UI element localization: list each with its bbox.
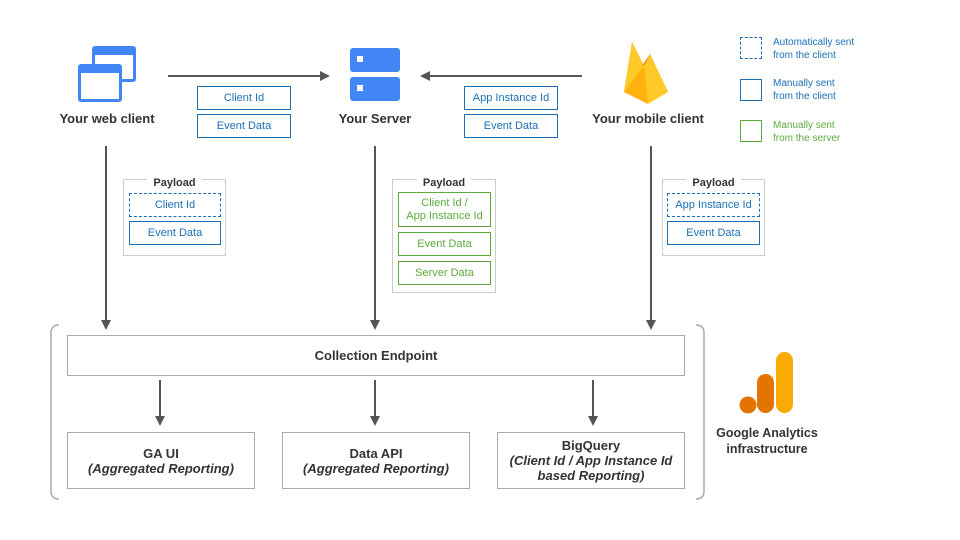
web-client-id-box: Client Id — [197, 86, 291, 110]
web-event-data-box: Event Data — [197, 114, 291, 138]
payload-mobile-event-data: Event Data — [667, 221, 760, 245]
mobile-app-instance-id-box: App Instance Id — [464, 86, 558, 110]
payload-mobile-app-instance-id: App Instance Id — [667, 193, 760, 217]
mobile-event-data-box: Event Data — [464, 114, 558, 138]
server-label: Your Server — [338, 111, 412, 126]
legend-swatch-manual-server — [740, 120, 762, 142]
payload-mobile-title: Payload — [686, 177, 741, 189]
firebase-icon — [624, 42, 668, 104]
ga-ui-box: GA UI (Aggregated Reporting) — [67, 432, 255, 489]
mobile-client-label: Your mobile client — [592, 111, 704, 126]
payload-server-client-id: Client Id / App Instance Id — [398, 192, 491, 227]
payload-server-title: Payload — [416, 177, 472, 189]
bigquery-box: BigQuery (Client Id / App Instance Id ba… — [497, 432, 685, 489]
payload-server-event-data: Event Data — [398, 232, 491, 256]
google-analytics-icon — [739, 352, 793, 414]
payload-web-client-id: Client Id — [129, 193, 221, 217]
legend-swatch-auto-client — [740, 37, 762, 59]
ga-infrastructure-label: Google Analytics infrastructure — [716, 426, 818, 456]
collection-endpoint: Collection Endpoint — [67, 335, 685, 376]
legend-swatch-manual-client — [740, 79, 762, 101]
browser-window-icon — [78, 46, 136, 102]
payload-web-title: Payload — [147, 177, 202, 189]
data-api-box: Data API (Aggregated Reporting) — [282, 432, 470, 489]
server-icon — [350, 48, 400, 101]
infrastructure-bracket — [50, 324, 60, 500]
web-client-label: Your web client — [59, 111, 155, 126]
payload-web-event-data: Event Data — [129, 221, 221, 245]
payload-server-server-data: Server Data — [398, 261, 491, 285]
